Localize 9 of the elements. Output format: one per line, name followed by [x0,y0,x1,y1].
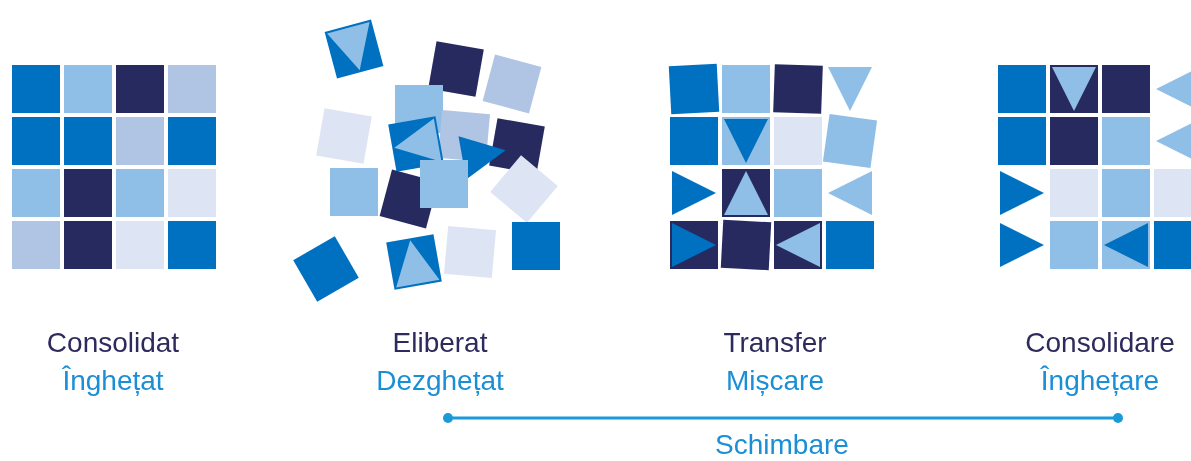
stage-title: Eliberat [392,326,488,360]
stage-subtitle: Înghețare [1040,364,1160,398]
stage-title: Transfer [723,326,827,360]
stage-title: Consolidare [1025,326,1175,360]
stage-subtitle: Înghețat [62,364,164,398]
stage-subtitle: Dezghețat [376,364,504,398]
stage-title: Consolidat [46,326,180,360]
stage-subtitle: Mișcare [726,364,824,398]
range-label: Schimbare [715,428,849,461]
